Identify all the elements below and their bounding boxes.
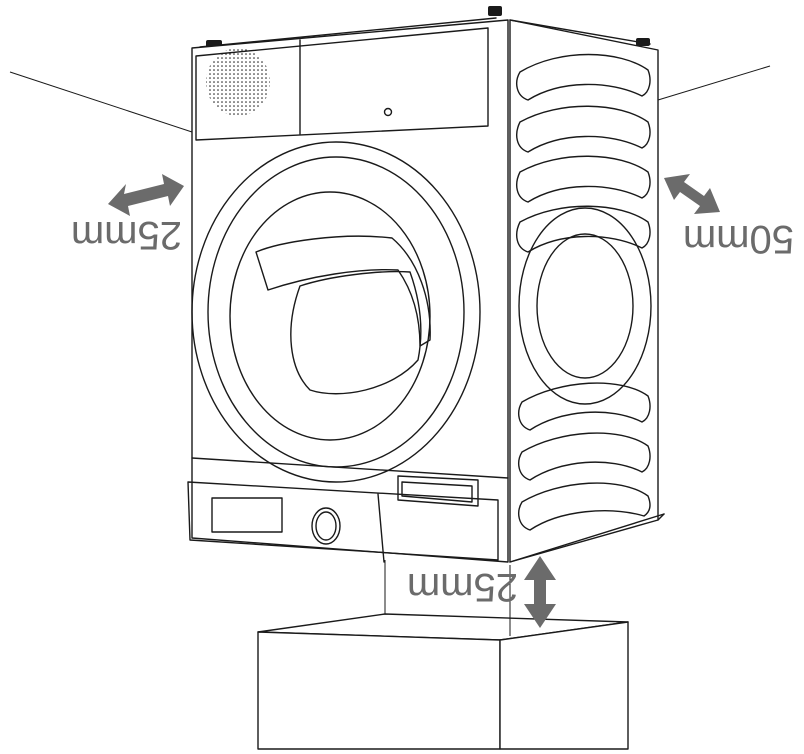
right-clearance-label: 50mm [683,217,794,261]
dryer-machine [187,6,665,563]
side-panel [509,19,659,563]
left-clearance-arrow [108,174,184,216]
speaker-grille [206,48,270,116]
door-window-inner [290,270,422,395]
bottom-clearance-label: 25mm [407,565,518,609]
foot-1 [488,6,502,16]
side-round-vent-inner [536,233,634,379]
bottom-clearance-arrow [524,556,556,628]
left-wall-line [9,71,193,133]
front-panel [191,19,509,563]
top-strip [195,27,489,141]
right-clearance-arrow [664,174,720,214]
side-vents-lower [518,382,651,531]
water-tank-drawer [397,475,479,507]
side-round-vent-outer [518,207,652,405]
indicator-light [383,107,393,117]
side-vents-upper [516,53,651,253]
right-wall-line [657,65,771,101]
control-panel [187,481,499,561]
program-knob [311,507,341,545]
left-clearance-label: 25mm [71,213,182,257]
support-box [257,613,629,750]
display-screen [211,497,283,533]
door-outer-ring [191,141,481,483]
door-window-shade [255,235,431,347]
